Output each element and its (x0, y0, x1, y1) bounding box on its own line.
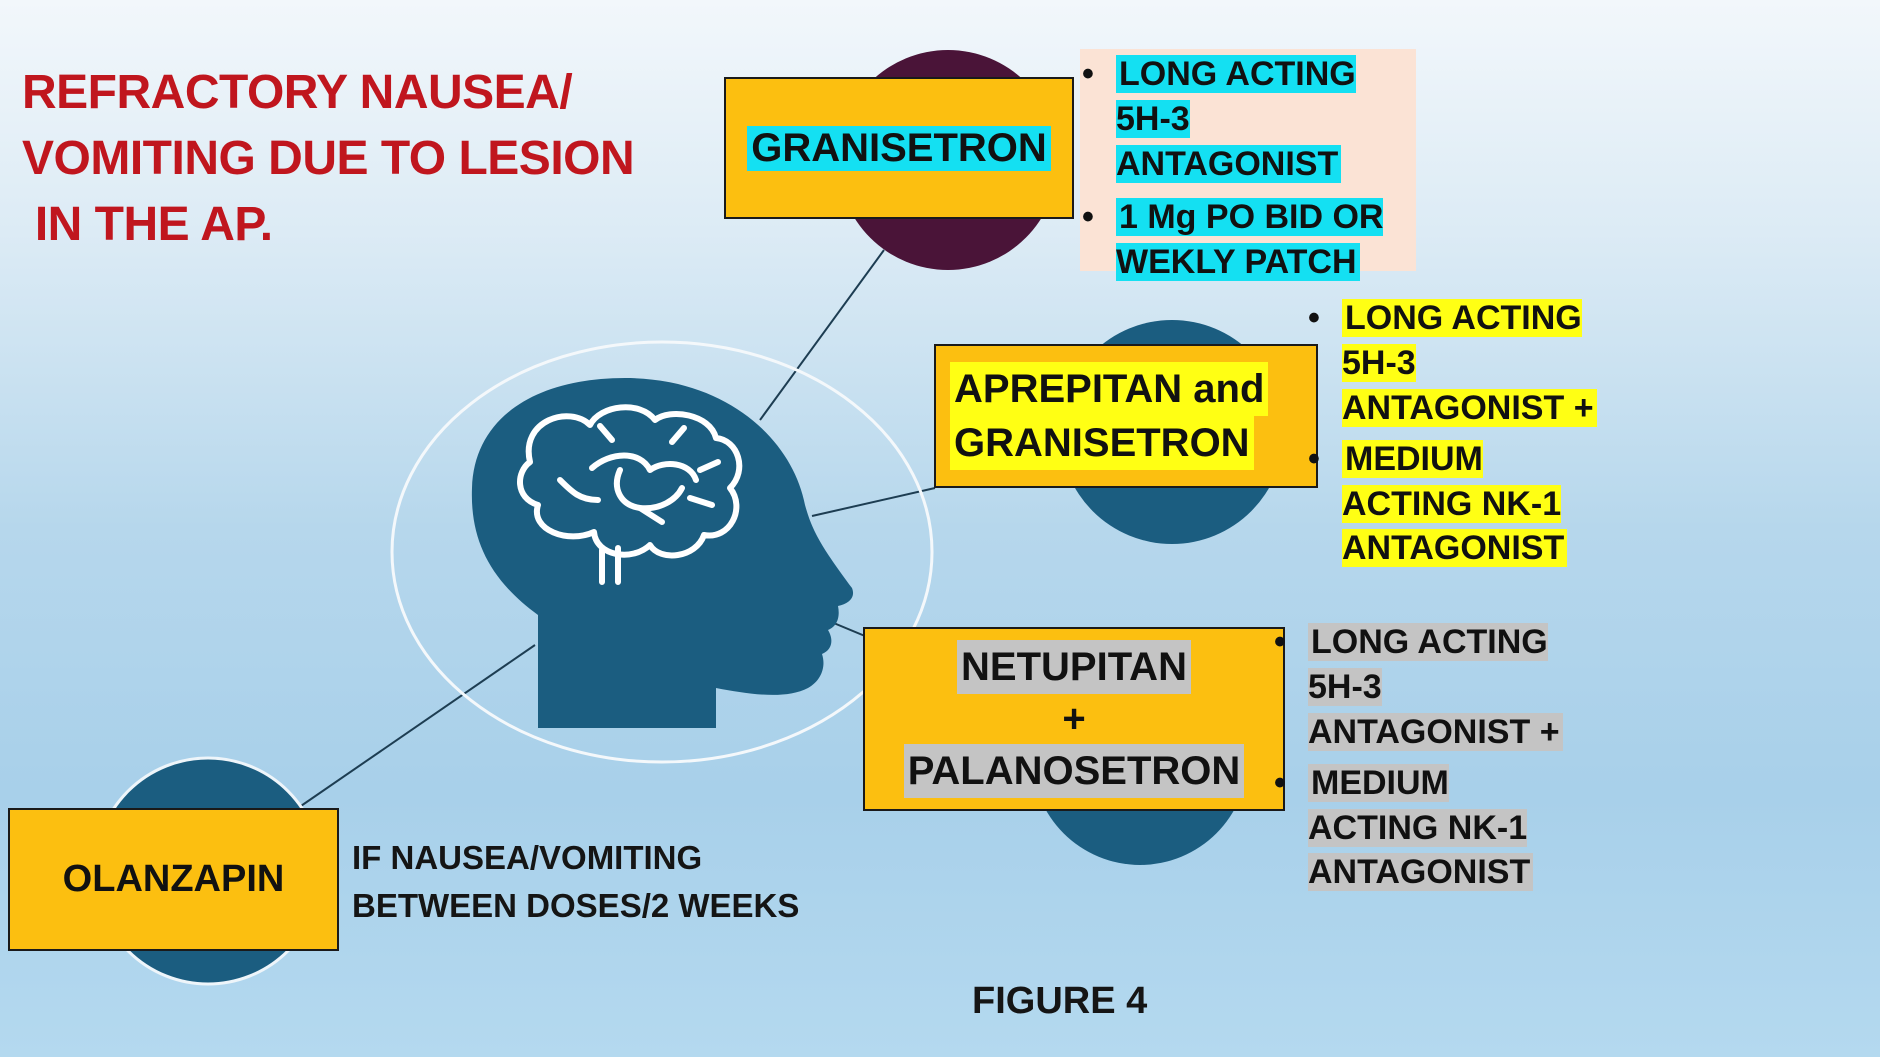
olanzapin-note-line-2: BETWEEN DOSES/2 WEEKS (352, 887, 800, 924)
aprepitan-note-1: LONG ACTING 5H-3 ANTAGONIST + (1342, 299, 1597, 427)
connector-olanzapin (297, 644, 536, 809)
netupitan-note-2: MEDIUM ACTING NK-1 ANTAGONIST (1308, 763, 1534, 892)
aprepitan-label-line-1: APREPITAN and (950, 362, 1269, 416)
aprepitan-note-2: MEDIUM ACTING NK-1 ANTAGONIST (1342, 439, 1568, 568)
netupitan-label-plus: + (1062, 697, 1086, 741)
netupitan-note-1: LONG ACTING 5H-3 ANTAGONIST + (1308, 623, 1563, 751)
netupitan-label-line-1: NETUPITAN (957, 640, 1191, 694)
title-line-3: IN THE AP. (22, 198, 273, 251)
netupitan-box: NETUPITAN + PALANOSETRON (863, 627, 1285, 811)
granisetron-note-item: 1 Mg PO BID OR WEKLY PATCH (1082, 195, 1406, 285)
olanzapin-box: OLANZAPIN (8, 808, 339, 951)
netupitan-note-item: MEDIUM ACTING NK-1 ANTAGONIST (1274, 761, 1578, 896)
netupitan-label-line-3: PALANOSETRON (903, 744, 1245, 798)
aprepitan-box: APREPITAN and GRANISETRON (934, 344, 1318, 488)
connector-aprepitan (811, 487, 936, 517)
aprepitan-label-line-2: GRANISETRON (950, 416, 1254, 470)
diagram-title: REFRACTORY NAUSEA/ VOMITING DUE TO LESIO… (22, 60, 635, 258)
aprepitan-note-item: LONG ACTING 5H-3 ANTAGONIST + (1308, 296, 1612, 431)
granisetron-note-item: LONG ACTING 5H-3 ANTAGONIST (1082, 52, 1406, 187)
granisetron-box: GRANISETRON (724, 77, 1074, 219)
granisetron-label: GRANISETRON (747, 125, 1051, 171)
olanzapin-note: IF NAUSEA/VOMITING BETWEEN DOSES/2 WEEKS (352, 834, 799, 930)
title-line-2: VOMITING DUE TO LESION (22, 132, 635, 185)
granisetron-notes: LONG ACTING 5H-3 ANTAGONIST 1 Mg PO BID … (1082, 52, 1406, 285)
netupitan-note-item: LONG ACTING 5H-3 ANTAGONIST + (1274, 620, 1578, 755)
aprepitan-note-item: MEDIUM ACTING NK-1 ANTAGONIST (1308, 437, 1612, 572)
aprepitan-notes: LONG ACTING 5H-3 ANTAGONIST + MEDIUM ACT… (1308, 296, 1612, 572)
connector-granisetron (759, 249, 885, 421)
olanzapin-label: OLANZAPIN (62, 858, 285, 900)
head-with-brain-icon (471, 378, 854, 728)
center-ellipse (390, 340, 934, 764)
olanzapin-note-line-1: IF NAUSEA/VOMITING (352, 839, 703, 876)
granisetron-note-2: 1 Mg PO BID OR WEKLY PATCH (1116, 197, 1384, 281)
title-line-1: REFRACTORY NAUSEA/ (22, 66, 573, 119)
granisetron-note-1: LONG ACTING 5H-3 ANTAGONIST (1116, 55, 1356, 183)
netupitan-notes: LONG ACTING 5H-3 ANTAGONIST + MEDIUM ACT… (1274, 620, 1578, 896)
figure-caption: FIGURE 4 (972, 980, 1148, 1022)
